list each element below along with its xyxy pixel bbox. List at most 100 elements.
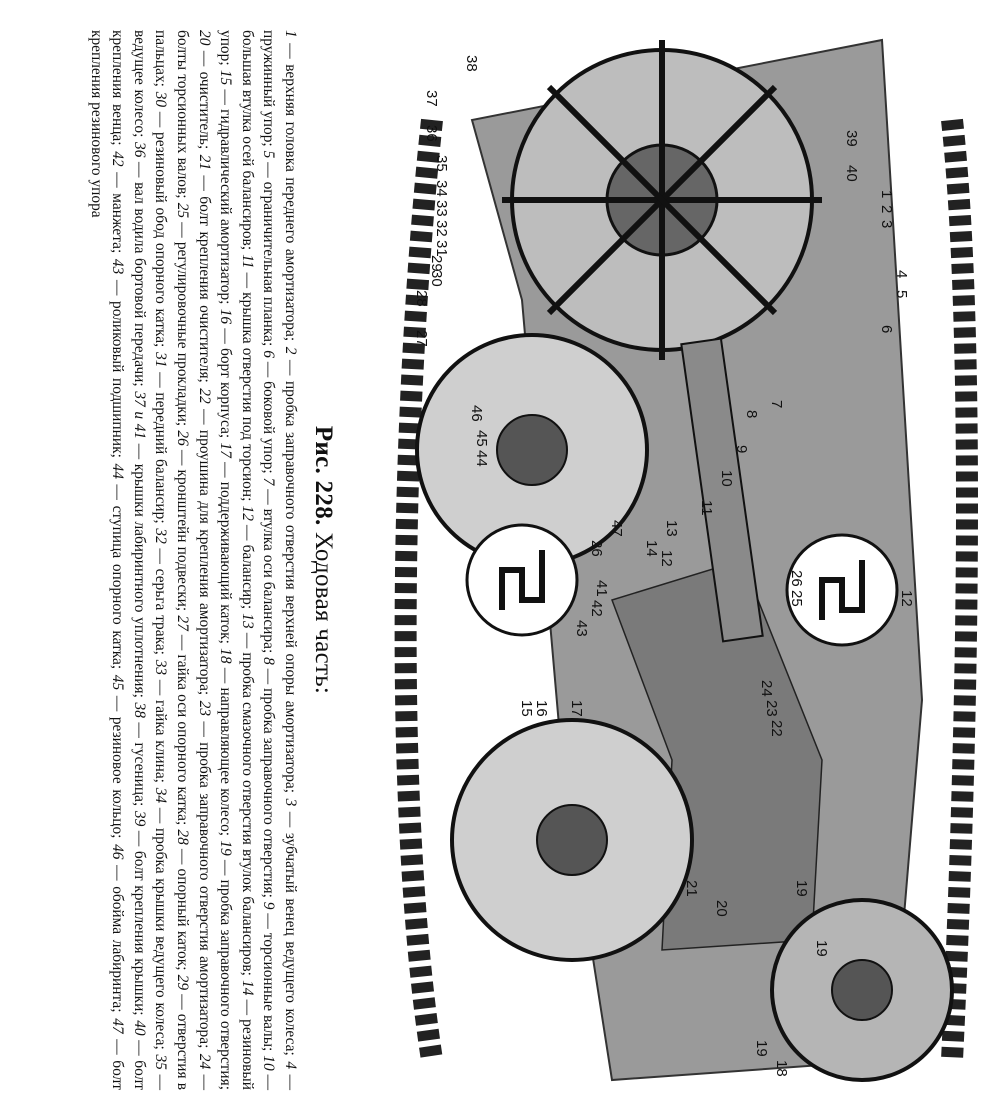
legend-item: 16 — борт корпуса;: [217, 309, 234, 443]
legend-item-number: 26: [174, 430, 192, 446]
legend-item-text: — ступица опорного катка;: [109, 478, 127, 675]
figure-title: Рис. 228. Ходовая часть:: [309, 30, 337, 1090]
legend-item-text: — пробка заправочного отверстия;: [217, 855, 235, 1090]
legend-item: 9 — торсионные валы;: [260, 902, 277, 1056]
legend-item-number: 35: [152, 1054, 170, 1070]
legend-item-number: 38: [130, 702, 148, 718]
legend-item-text: — очиститель;: [195, 45, 213, 155]
callout-15: 15: [518, 700, 535, 717]
legend-item-number: 18: [217, 648, 235, 664]
legend-item-number: 45: [109, 674, 127, 691]
legend-item-number: 20: [195, 30, 213, 46]
legend-item-text: — кронштейн подвески;: [174, 445, 192, 616]
legend-item: 2 — пробка заправочного отверстия верхне…: [282, 347, 299, 799]
legend-item-number: 25: [174, 202, 192, 219]
legend-item: 26 — кронштейн подвески;: [174, 430, 191, 615]
legend-item: 32 — серьга трака;: [152, 528, 169, 659]
callout-24: 24: [758, 680, 775, 697]
legend-item: 33 — гайка клина;: [152, 660, 169, 788]
road-wheel-front-hub: [496, 414, 568, 486]
legend-item-number: 37 и 41: [130, 391, 148, 440]
callout-8: 8: [743, 410, 760, 418]
legend-item-text: — болт крепления крышки;: [130, 826, 148, 1021]
legend-item-text: — верхняя головка переднего амортизатора…: [282, 37, 299, 347]
legend-item: 1 — верхняя головка переднего амортизато…: [282, 30, 299, 347]
legend-item-text: — втулка оси балансира;: [260, 485, 278, 658]
legend-item-number: 19: [217, 840, 235, 856]
legend-item-text: — зубчатый венец ведущего колеса;: [282, 806, 299, 1062]
callout-36: 36: [423, 125, 440, 142]
legend-item-text: — опорный каток;: [174, 844, 192, 975]
legend-item: 13 — пробка смазочного отверстия втулок …: [239, 613, 256, 980]
legend-item: 23 — пробка заправочного отверстия аморт…: [196, 701, 213, 1054]
figure-number: Рис. 228.: [310, 425, 337, 526]
legend-item-text: — борт корпуса;: [217, 324, 235, 443]
legend-item-text: — направляющее колесо;: [217, 663, 235, 841]
legend-item-text: — вал водила бортовой передачи;: [130, 157, 148, 392]
legend-item-number: 33: [152, 659, 170, 676]
callout-46: 46: [468, 405, 485, 422]
callout-6: 6: [878, 325, 895, 333]
callout-27: 27: [413, 330, 430, 347]
legend-item-number: 32: [152, 528, 170, 544]
legend-item-text: — пробка смазочного отверстия втулок бал…: [238, 628, 256, 981]
illustration-svg: 1 2 3 4 5 6 7 8 9 10 11 12 12 13 14 15 1…: [394, 38, 978, 1082]
legend-item: 6 — боковой упор;: [260, 350, 277, 477]
callout-28: 28: [413, 290, 430, 307]
legend-item-text: — гайка оси опорного катка;: [174, 630, 192, 830]
legend-item-number: 30: [152, 91, 170, 108]
callout-33: 33: [433, 200, 450, 217]
legend-item-number: 17: [217, 442, 235, 458]
legend-item: 39 — болт крепления крышки;: [131, 811, 148, 1020]
legend-item-number: 31: [152, 352, 170, 368]
callout-26a: 26: [788, 570, 805, 587]
callout-32: 32: [433, 220, 450, 237]
callout-7: 7: [768, 400, 785, 408]
callout-40: 40: [843, 165, 860, 182]
legend-item: 3 — зубчатый венец ведущего колеса;: [282, 799, 299, 1062]
drive-sprocket-teeth: [502, 40, 822, 360]
legend-item-text: — проушина для крепления амортизатора;: [195, 403, 213, 701]
legend-item-number: 10: [260, 1055, 278, 1071]
legend-item-text: — крышка отверстия под торсион;: [238, 268, 256, 506]
legend-item-text: — серьга трака;: [152, 543, 170, 660]
callout-30: 30: [428, 270, 445, 287]
running-gear-illustration: 1 2 3 4 5 6 7 8 9 10 11 12 12 13 14 15 1…: [352, 0, 992, 1116]
legend-item-number: 47: [109, 1018, 127, 1034]
track-upper: [941, 118, 978, 1061]
legend-item-number: 15: [217, 69, 235, 86]
callout-1: 1: [878, 190, 895, 198]
legend-item-text: — ограничительная планка;: [260, 158, 278, 351]
callout-13: 13: [663, 520, 680, 537]
legend-item-text: — манжета;: [109, 166, 127, 259]
legend-item-text: — резиновый обод опорного катка;: [152, 107, 170, 353]
legend-item: 37 и 41 — крышки лабиринтного уплотнения…: [131, 391, 148, 702]
callout-16: 16: [533, 700, 550, 717]
legend-item-number: 42: [109, 151, 127, 167]
legend-item: 8 — пробка заправочного отверстия;: [260, 657, 277, 902]
legend-item: 44 — ступица опорного катка;: [109, 464, 126, 675]
legend-item-number: 43: [109, 258, 127, 275]
legend-item-text: — гайка клина;: [152, 675, 170, 788]
callout-5: 5: [893, 290, 910, 298]
figure-title-text: Ходовая часть:: [310, 532, 337, 695]
figure-legend: 1 — верхняя головка переднего амортизато…: [85, 30, 301, 1090]
legend-item-number: 27: [174, 615, 192, 631]
legend-item-text: — гусеница;: [130, 717, 148, 811]
legend-item: 19 — пробка заправочного отверстия;: [217, 840, 234, 1090]
callout-25: 25: [788, 590, 805, 607]
callout-11: 11: [698, 500, 715, 516]
legend-item-text: — гидравлический амортизатор;: [217, 85, 235, 309]
legend-item-number: 4: [282, 1061, 299, 1070]
legend-item-text: — обойма лабиринта;: [109, 859, 127, 1019]
road-wheel-rear-hub: [536, 804, 608, 876]
callout-43: 43: [573, 620, 590, 637]
callout-39: 39: [843, 130, 860, 147]
track-lower: [394, 118, 443, 1062]
callout-41: 41: [593, 580, 610, 597]
legend-item: 28 — опорный каток;: [174, 829, 191, 974]
legend-item: 25 — регулировочные прокладки;: [174, 203, 191, 431]
callout-35: 35: [433, 155, 450, 172]
callout-42: 42: [588, 600, 605, 617]
legend-item-number: 22: [195, 388, 213, 404]
